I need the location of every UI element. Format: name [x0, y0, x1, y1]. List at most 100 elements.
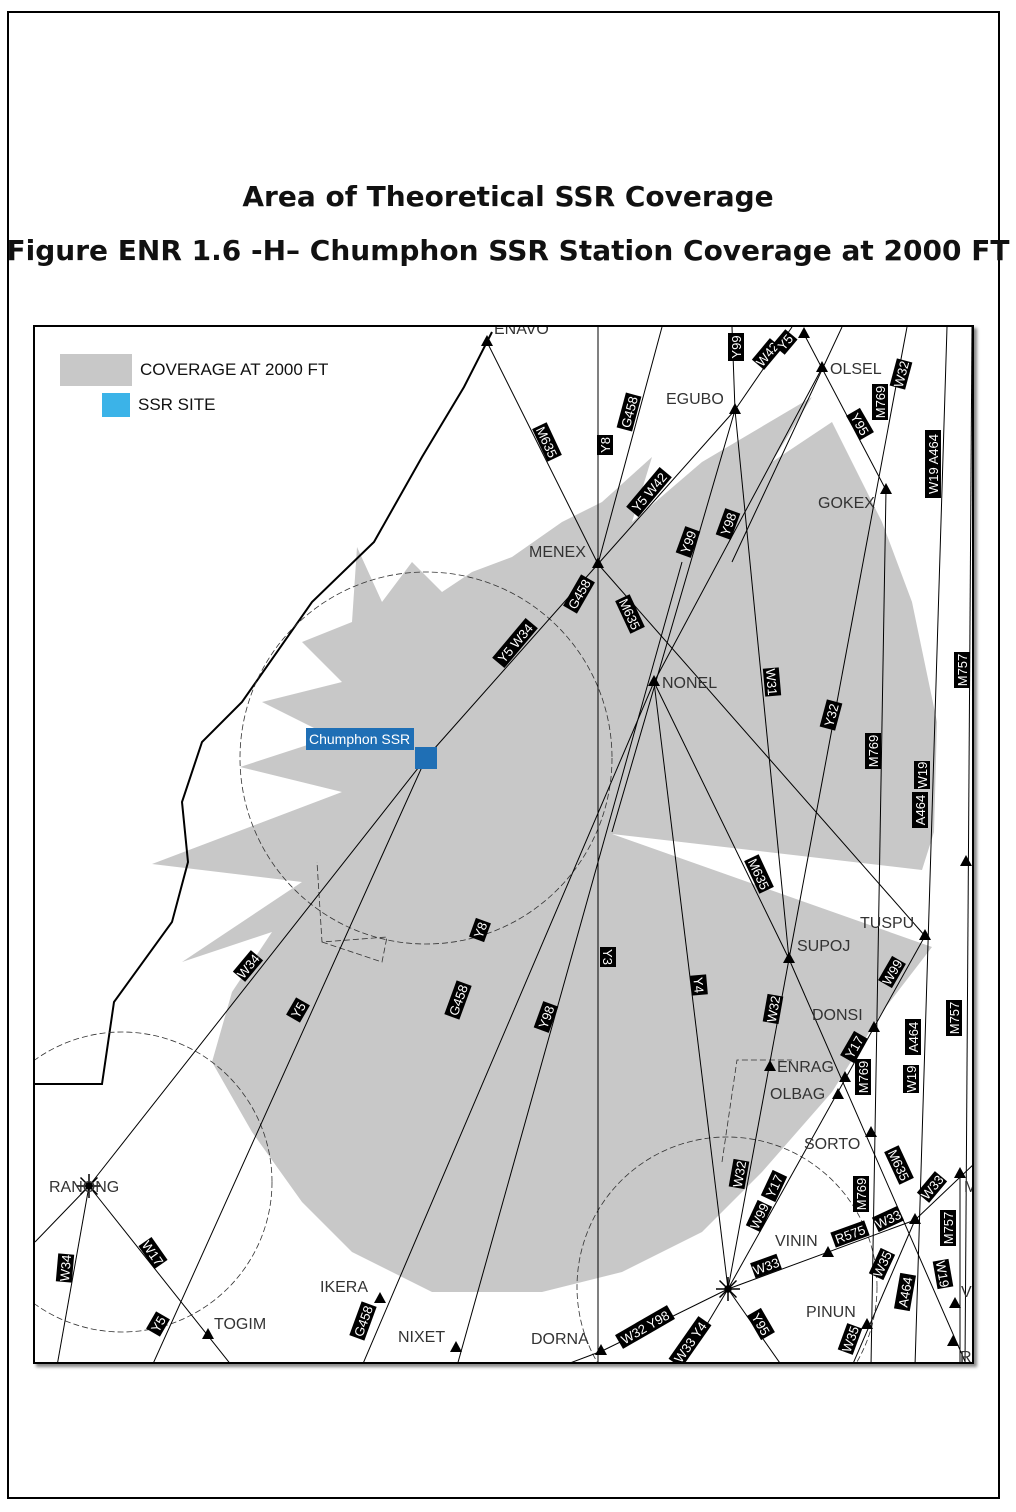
waypoint-pinun[interactable]: PINUN	[806, 1304, 873, 1329]
svg-text:A464: A464	[913, 795, 928, 825]
waypoint-triangle-icon	[729, 403, 741, 414]
waypoint-donsi[interactable]: DONSI	[812, 1007, 880, 1032]
svg-text:R575: R575	[833, 1222, 867, 1247]
waypoint-gokex[interactable]: GOKEX	[818, 483, 892, 512]
range-rings	[35, 571, 878, 1362]
route-line	[486, 341, 599, 565]
waypoint-label: ENRAG	[777, 1059, 834, 1076]
route-line	[653, 681, 790, 960]
route-line	[57, 1185, 90, 1362]
ssr-site-marker[interactable]: Chumphon SSR	[306, 728, 437, 769]
waypoint-label: TOGIM	[214, 1316, 266, 1333]
coastline	[35, 331, 493, 1085]
waypoint-triangle-icon	[832, 1088, 844, 1099]
svg-text:W32: W32	[891, 359, 912, 389]
waypoint-dorna[interactable]: DORNA	[531, 1331, 607, 1355]
svg-text:Y3: Y3	[600, 949, 615, 965]
waypoint-triangle-icon	[919, 929, 931, 940]
waypoint-label: ENAVO	[494, 327, 549, 338]
waypoint-triangle-icon	[648, 675, 660, 686]
waypoint-triangle-icon	[764, 1060, 776, 1071]
route-label: Y5	[146, 1311, 170, 1337]
svg-text:Y98: Y98	[717, 511, 739, 538]
route-label: G458	[349, 1301, 377, 1341]
route-label: W19	[932, 1258, 954, 1290]
legend-ssr-site-label: SSR SITE	[138, 395, 216, 414]
waypoint-label: DORNA	[531, 1331, 589, 1348]
waypoint-menex[interactable]: MENEX	[529, 544, 604, 568]
coverage-area	[152, 397, 937, 1292]
route-label: A464	[912, 792, 928, 828]
route-line	[653, 681, 729, 1290]
route-line	[457, 561, 683, 1362]
route-line	[571, 1350, 603, 1362]
waypoint-egubo[interactable]: EGUBO	[666, 391, 741, 414]
waypoint-triangle-icon	[960, 855, 972, 866]
vor-star-icon	[716, 1277, 740, 1301]
route-label: W33 Y4	[668, 1316, 712, 1362]
waypoint-label: NONEL	[662, 675, 717, 692]
route-label: M635	[884, 1145, 914, 1185]
svg-text:M769: M769	[873, 386, 888, 419]
waypoint-label: RANONG	[49, 1179, 119, 1196]
route-line	[653, 367, 823, 683]
route-label: Y8	[469, 917, 491, 943]
svg-text:M769: M769	[866, 735, 881, 768]
svg-text:Y8: Y8	[471, 920, 491, 940]
waypoint-triangle-icon	[861, 1318, 873, 1329]
waypoint-triangle-icon	[947, 1335, 959, 1346]
svg-text:M769: M769	[854, 1178, 869, 1211]
route-line	[788, 958, 966, 1362]
waypoint-r[interactable]: R	[947, 1335, 972, 1364]
legend-ssr-site: SSR SITE	[60, 393, 215, 417]
route-label: W31	[762, 667, 782, 697]
route-label: W33	[871, 1205, 905, 1233]
waypoint-nonel[interactable]: NONEL	[648, 675, 717, 692]
waypoint-sorto[interactable]: SORTO	[804, 1126, 877, 1153]
waypoint-label: OLSEL	[830, 361, 882, 378]
svg-text:M757: M757	[947, 1002, 962, 1035]
waypoint-nixet[interactable]: NIXET	[398, 1329, 462, 1352]
waypoint-vinin[interactable]: VININ	[775, 1233, 834, 1257]
waypoint-enavo[interactable]: ENAVO	[481, 327, 549, 346]
waypoint-label: M	[964, 1179, 974, 1196]
waypoint-m[interactable]: M	[954, 1167, 974, 1196]
waypoint-triangle-icon	[865, 1126, 877, 1137]
waypoint-triangle-icon	[816, 361, 828, 372]
route-label: Y5	[286, 997, 310, 1023]
waypoint-label: MENEX	[529, 544, 586, 561]
svg-text:Y4: Y4	[690, 976, 706, 993]
route-label: W32	[728, 1158, 750, 1190]
waypoint-triangle-icon	[949, 1297, 961, 1308]
route-line	[597, 327, 663, 565]
route-label: M769	[853, 1176, 869, 1212]
waypoint-ikera[interactable]: IKERA	[320, 1279, 386, 1303]
waypoint-enrag[interactable]: ENRAG	[764, 1059, 834, 1076]
waypoint-olbag[interactable]: OLBAG	[770, 1086, 844, 1103]
route-label: G458	[616, 392, 642, 432]
page-border	[7, 11, 1000, 1499]
svg-text:W34: W34	[57, 1254, 74, 1282]
route-label: W32	[762, 993, 784, 1025]
waypoint-label: GOKEX	[818, 495, 875, 512]
route-label: Y98	[715, 508, 741, 540]
route-line	[35, 1185, 90, 1243]
waypoint-togim[interactable]: TOGIM	[202, 1316, 266, 1339]
svg-text:W19: W19	[904, 1066, 919, 1093]
route-line	[153, 757, 427, 1362]
ssr-site-swatch	[102, 393, 130, 417]
waypoint-supoj[interactable]: SUPOJ	[783, 938, 850, 963]
waypoint-label: DONSI	[812, 1007, 863, 1024]
route-line	[611, 409, 736, 833]
waypoint-v[interactable]: V	[949, 1284, 972, 1308]
waypoint-label: R	[960, 1349, 972, 1364]
waypoint-ranong[interactable]: RANONG	[49, 1174, 119, 1198]
svg-text:W33: W33	[918, 1172, 947, 1202]
route-label: W19	[914, 761, 930, 789]
svg-text:Y99: Y99	[677, 529, 699, 556]
route-label: A464	[905, 1019, 921, 1055]
waypoint-tuspu[interactable]: TUSPU	[860, 915, 931, 940]
waypoint-olsel[interactable]: OLSEL	[816, 361, 882, 378]
waypoint-triangle-icon	[202, 1328, 214, 1339]
route-label: Y17	[760, 1169, 788, 1203]
